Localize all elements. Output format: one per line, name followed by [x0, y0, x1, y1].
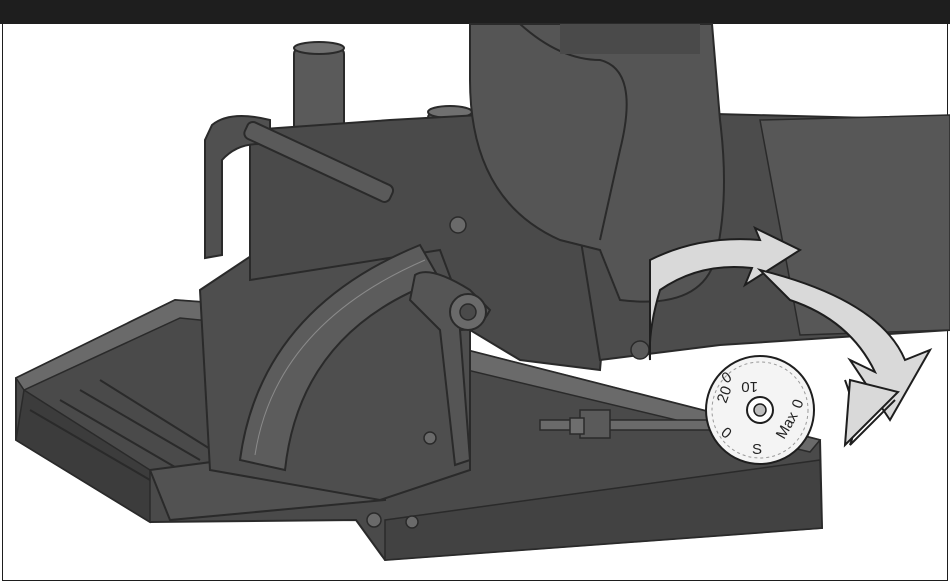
left-lever: [204, 115, 395, 260]
depth-dial: 0 20 10 0 Max S 0: [705, 355, 815, 465]
dial-label-10: 10: [741, 378, 758, 395]
rotate-arrow-icon: [648, 225, 933, 448]
top-handle: [469, 23, 725, 303]
dial-label-20: 20: [714, 384, 736, 405]
front-lever: [408, 271, 492, 467]
dial-label-s: S: [752, 441, 762, 458]
bolts: [366, 216, 650, 529]
angle-scale: [238, 243, 442, 472]
depth-rod: [539, 409, 711, 439]
header-bar: [0, 0, 950, 24]
